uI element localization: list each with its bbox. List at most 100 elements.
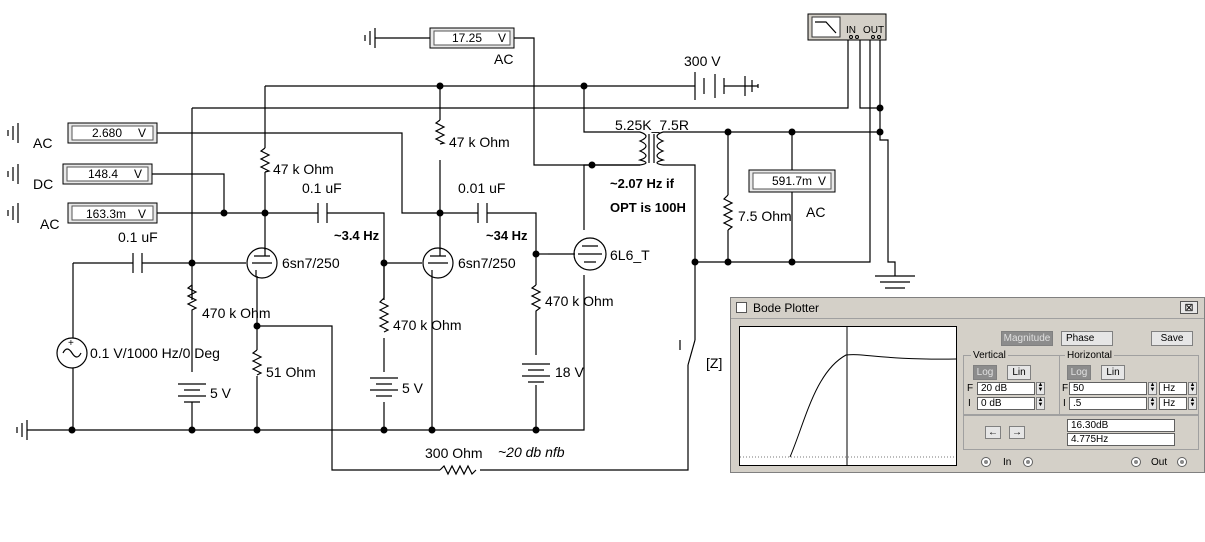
- svg-text:17.25: 17.25: [452, 31, 482, 45]
- bode-title: Bode Plotter: [753, 301, 820, 315]
- svg-text:5 V: 5 V: [402, 380, 424, 396]
- svg-text:18 V: 18 V: [555, 364, 584, 380]
- horizontal-final-unit-spinner[interactable]: ▲▼: [1188, 382, 1197, 395]
- svg-text:0.01 uF: 0.01 uF: [458, 180, 505, 196]
- window-icon: [736, 302, 747, 313]
- in-terminal-minus[interactable]: [981, 457, 991, 467]
- svg-text:~3.4 Hz: ~3.4 Hz: [334, 228, 380, 243]
- svg-text:+: +: [68, 338, 74, 349]
- svg-text:47 k Ohm: 47 k Ohm: [273, 161, 334, 177]
- svg-text:[Z]: [Z]: [706, 355, 722, 371]
- svg-text:0.1 uF: 0.1 uF: [118, 229, 158, 245]
- vertical-initial-field[interactable]: 0 dB: [977, 397, 1035, 410]
- svg-text:AC: AC: [33, 135, 52, 151]
- svg-text:51 Ohm: 51 Ohm: [266, 364, 316, 380]
- cursor-right-button[interactable]: →: [1009, 426, 1025, 439]
- readout-frequency: 4.775Hz: [1067, 433, 1175, 446]
- svg-text:~2.07 Hz if: ~2.07 Hz if: [610, 176, 675, 191]
- horizontal-i-label: I: [1063, 398, 1066, 409]
- voltmeter-output: 591.7m V AC: [748, 169, 836, 220]
- vertical-log-button[interactable]: Log: [973, 365, 997, 380]
- ground-symbols: [7, 28, 915, 440]
- svg-text:~20 db nfb: ~20 db nfb: [498, 444, 565, 460]
- resistors: 47 k Ohm 47 k Ohm 470 k Ohm 51 Ohm 470 k…: [186, 119, 792, 476]
- svg-text:OUT: OUT: [863, 25, 884, 36]
- svg-text:300 Ohm: 300 Ohm: [425, 445, 483, 461]
- svg-text:OPT is 100H: OPT is 100H: [610, 200, 686, 215]
- out-label: Out: [1151, 457, 1168, 468]
- vertical-f-label: F: [967, 383, 974, 394]
- horizontal-initial-field[interactable]: .5: [1069, 397, 1147, 410]
- svg-text:V: V: [138, 207, 146, 221]
- svg-text:470 k Ohm: 470 k Ohm: [393, 317, 461, 333]
- svg-text:148.4: 148.4: [88, 167, 118, 181]
- magnitude-button[interactable]: Magnitude: [1001, 331, 1053, 346]
- battery-300v: 300 V: [684, 53, 725, 100]
- svg-text:6L6_T: 6L6_T: [610, 247, 650, 263]
- horizontal-initial-unit-spinner[interactable]: ▲▼: [1188, 397, 1197, 410]
- svg-text:5.25K_7.5R: 5.25K_7.5R: [615, 117, 689, 133]
- tube-1: 6sn7/250: [246, 247, 340, 279]
- close-button[interactable]: ⊠: [1180, 301, 1198, 314]
- svg-text:V: V: [138, 126, 146, 140]
- in-label: In: [1003, 457, 1012, 468]
- svg-text:AC: AC: [494, 51, 513, 67]
- out-terminal-minus[interactable]: [1131, 457, 1141, 467]
- horizontal-final-unit[interactable]: Hz: [1159, 382, 1187, 395]
- tube-2: 6sn7/250: [422, 247, 516, 279]
- out-terminal-plus[interactable]: [1177, 457, 1187, 467]
- svg-text:AC: AC: [40, 216, 59, 232]
- voltmeter-3: 163.3m V AC: [40, 202, 158, 232]
- svg-text:0.1 V/1000 Hz/0 Deg: 0.1 V/1000 Hz/0 Deg: [90, 345, 220, 361]
- horizontal-final-field[interactable]: 50: [1069, 382, 1147, 395]
- wires: [27, 26, 896, 471]
- output-transformer: 5.25K_7.5R: [615, 117, 689, 166]
- vertical-lin-button[interactable]: Lin: [1007, 365, 1031, 380]
- bias-batteries: 5 V 5 V 18 V: [178, 363, 584, 403]
- svg-text:IN: IN: [846, 25, 856, 36]
- cursor-left-button[interactable]: ←: [985, 426, 1001, 439]
- readout-magnitude: 16.30dB: [1067, 419, 1175, 432]
- horizontal-lin-button[interactable]: Lin: [1101, 365, 1125, 380]
- bode-titlebar[interactable]: Bode Plotter ⊠: [731, 298, 1204, 319]
- voltmeter-2: 148.4 V DC: [33, 163, 153, 192]
- capacitors: 0.1 uF 0.01 uF 0.1 uF ~3.4 Hz ~34 Hz ~2.…: [118, 176, 686, 273]
- vertical-initial-spinner[interactable]: ▲▼: [1036, 397, 1045, 410]
- svg-text:163.3m: 163.3m: [86, 207, 126, 221]
- svg-text:~34 Hz: ~34 Hz: [486, 228, 528, 243]
- svg-text:470 k Ohm: 470 k Ohm: [202, 305, 270, 321]
- svg-text:5 V: 5 V: [210, 385, 232, 401]
- svg-text:DC: DC: [33, 176, 53, 192]
- phase-button[interactable]: Phase: [1061, 331, 1113, 346]
- svg-text:2.680: 2.680: [92, 126, 122, 140]
- svg-text:V: V: [818, 174, 826, 188]
- vertical-label: Vertical: [971, 350, 1008, 361]
- bode-plot-area[interactable]: [739, 326, 957, 466]
- vertical-final-field[interactable]: 20 dB: [977, 382, 1035, 395]
- svg-text:6sn7/250: 6sn7/250: [458, 255, 516, 271]
- voltmeter-top: 17.25 V AC: [429, 27, 515, 67]
- save-button[interactable]: Save: [1151, 331, 1193, 346]
- vertical-final-spinner[interactable]: ▲▼: [1036, 382, 1045, 395]
- svg-text:591.7m: 591.7m: [772, 174, 812, 188]
- vertical-i-label: I: [968, 398, 971, 409]
- horizontal-initial-unit[interactable]: Hz: [1159, 397, 1187, 410]
- svg-text:0.1 uF: 0.1 uF: [302, 180, 342, 196]
- junctions: [68, 82, 884, 434]
- svg-text:V: V: [134, 167, 142, 181]
- switch: [Z]: [679, 339, 722, 371]
- horizontal-label: Horizontal: [1065, 350, 1115, 361]
- horizontal-final-spinner[interactable]: ▲▼: [1148, 382, 1157, 395]
- svg-text:47 k Ohm: 47 k Ohm: [449, 134, 510, 150]
- svg-text:AC: AC: [806, 204, 825, 220]
- horizontal-initial-spinner[interactable]: ▲▼: [1148, 397, 1157, 410]
- in-terminal-plus[interactable]: [1023, 457, 1033, 467]
- svg-text:470 k Ohm: 470 k Ohm: [545, 293, 613, 309]
- tube-3: 6L6_T: [573, 237, 650, 271]
- horizontal-log-button[interactable]: Log: [1067, 365, 1091, 380]
- svg-text:6sn7/250: 6sn7/250: [282, 255, 340, 271]
- bode-plotter-window[interactable]: Bode Plotter ⊠ Magnitude Phase Save Vert…: [730, 297, 1205, 473]
- bode-plotter-instrument[interactable]: IN OUT: [807, 13, 887, 41]
- horizontal-f-label: F: [1062, 383, 1069, 394]
